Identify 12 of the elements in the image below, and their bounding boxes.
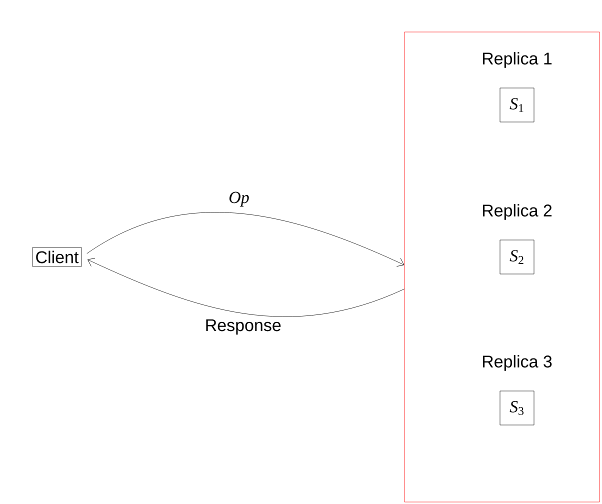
edge-label: Op	[228, 190, 250, 208]
replica-label: Replica 2	[482, 204, 552, 220]
replica-box: S$_{1}$	[500, 88, 534, 122]
replica-box: S$_{2}$	[500, 240, 534, 274]
replica-box: S$_{3}$	[500, 390, 534, 426]
arrow	[86, 212, 404, 267]
client-box: Client	[32, 248, 82, 266]
edge-label: Response	[204, 318, 282, 336]
replica-label: Replica 3	[482, 355, 552, 371]
arrow	[87, 258, 404, 317]
group-frame	[404, 32, 600, 502]
replica-label: Replica 1	[482, 52, 552, 68]
